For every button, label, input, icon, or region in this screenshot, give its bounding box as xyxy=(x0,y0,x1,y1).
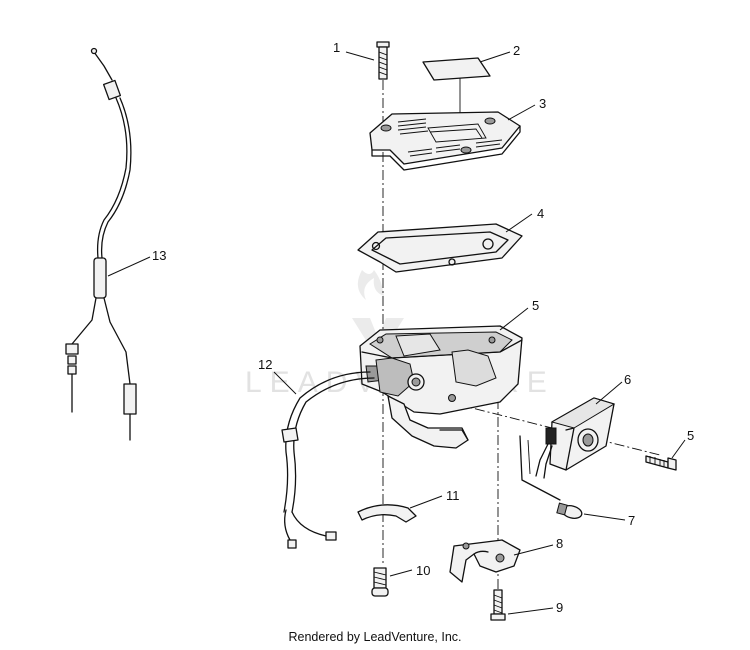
leader-lines xyxy=(107,51,686,615)
part-screw-top xyxy=(376,41,390,80)
part-washer xyxy=(357,504,417,523)
part-housing xyxy=(359,325,523,449)
part-screw-right xyxy=(645,455,677,471)
callout-3: 3 xyxy=(539,96,546,111)
callout-4: 4 xyxy=(537,206,544,221)
part-bulb xyxy=(556,502,583,519)
callout-1: 1 xyxy=(333,40,340,55)
callout-13: 13 xyxy=(152,248,166,263)
render-credit: Rendered by LeadVenture, Inc. xyxy=(288,630,462,644)
part-cover-plate xyxy=(369,111,521,171)
callout-11: 11 xyxy=(446,488,460,503)
part-decal xyxy=(422,57,491,81)
callout-5-housing: 5 xyxy=(532,298,539,313)
part-wiring-harness xyxy=(281,371,375,549)
part-screw-bottom xyxy=(490,589,506,621)
part-throttle-cable xyxy=(65,47,137,441)
callout-5-screw: 5 xyxy=(687,428,694,443)
callout-6: 6 xyxy=(624,372,631,387)
callout-2: 2 xyxy=(513,43,520,58)
callout-labels: 1 2 3 4 5 5 6 7 8 9 10 11 12 13 xyxy=(152,40,694,615)
callout-7: 7 xyxy=(628,513,635,528)
part-clamp xyxy=(449,539,521,583)
callout-9: 9 xyxy=(556,600,563,615)
callout-10: 10 xyxy=(416,563,430,578)
callout-12: 12 xyxy=(258,357,272,372)
part-screw-left xyxy=(371,567,389,597)
callout-8: 8 xyxy=(556,536,563,551)
part-switch-block xyxy=(519,397,616,501)
part-gasket xyxy=(357,223,523,273)
